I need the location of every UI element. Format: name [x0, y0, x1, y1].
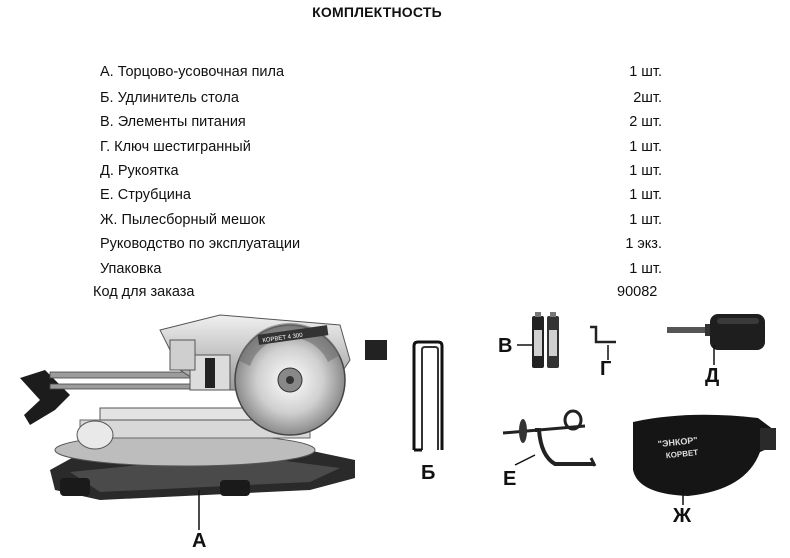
item-qty: 2 шт.: [629, 114, 662, 130]
figure-label-zh: Ж: [673, 505, 692, 527]
item-qty: 1 шт.: [629, 187, 662, 203]
saw-brand-label: КОРВЕТ 4 300: [262, 333, 304, 345]
list-item: Руководство по эксплуатации 1 экз.: [100, 236, 700, 258]
item-qty: 1 шт.: [629, 212, 662, 228]
figure-label-b: Б: [421, 462, 436, 484]
miter-saw-illustration: КОРВЕТ 4 300: [20, 314, 387, 500]
item-name: В. Элементы питания: [100, 114, 246, 130]
figure-label-v: В: [498, 335, 513, 357]
figure-label-a: А: [192, 530, 207, 552]
batteries-illustration: [532, 312, 559, 368]
figure-label-e: Е: [503, 468, 517, 490]
item-qty: 1 шт.: [629, 139, 662, 155]
item-name: Г. Ключ шестигранный: [100, 139, 251, 155]
item-name: А. Торцово-усовочная пила: [100, 64, 285, 80]
list-item: Д. Рукоятка 1 шт.: [100, 163, 700, 185]
item-qty: 2шт.: [633, 90, 662, 106]
item-name: Е. Струбцина: [100, 187, 191, 203]
order-code-label: Код для заказа: [93, 284, 195, 300]
item-name: Ж. Пылесборный мешок: [100, 212, 266, 228]
list-item: Г. Ключ шестигранный 1 шт.: [100, 139, 700, 161]
list-item: Е. Струбцина 1 шт.: [100, 187, 700, 209]
item-qty: 1 шт.: [629, 261, 662, 277]
bag-brand-label-1: "ЭНКОР": [657, 435, 698, 449]
list-item: А. Торцово-усовочная пила 1 шт.: [100, 64, 700, 86]
item-name: Б. Удлинитель стола: [100, 90, 239, 106]
clamp-illustration: [502, 409, 597, 467]
item-name: Руководство по эксплуатации: [100, 236, 301, 252]
item-qty: 1 шт.: [629, 163, 662, 179]
item-qty: 1 шт.: [629, 64, 662, 80]
figure-label-d: Д: [705, 365, 720, 387]
list-item: Ж. Пылесборный мешок 1 шт.: [100, 212, 700, 234]
item-qty: 1 экз.: [625, 236, 662, 252]
hex-key-illustration: [590, 325, 616, 344]
list-item: Б. Удлинитель стола 2шт.: [100, 90, 700, 112]
list-item: В. Элементы питания 2 шт.: [100, 114, 700, 136]
item-name: Д. Рукоятка: [100, 163, 179, 179]
bag-brand-label-2: КОРВЕТ: [665, 448, 698, 460]
list-item: Упаковка 1 шт.: [100, 261, 700, 283]
figure-label-g: Г: [600, 358, 612, 380]
page-title: КОМПЛЕКТНОСТЬ: [312, 4, 442, 20]
dust-bag-illustration: "ЭНКОР" КОРВЕТ: [633, 414, 776, 496]
item-name: Упаковка: [100, 261, 162, 277]
table-extension-illustration: [412, 340, 444, 452]
order-code-value: 90082: [617, 284, 658, 300]
handle-illustration: [667, 314, 765, 350]
